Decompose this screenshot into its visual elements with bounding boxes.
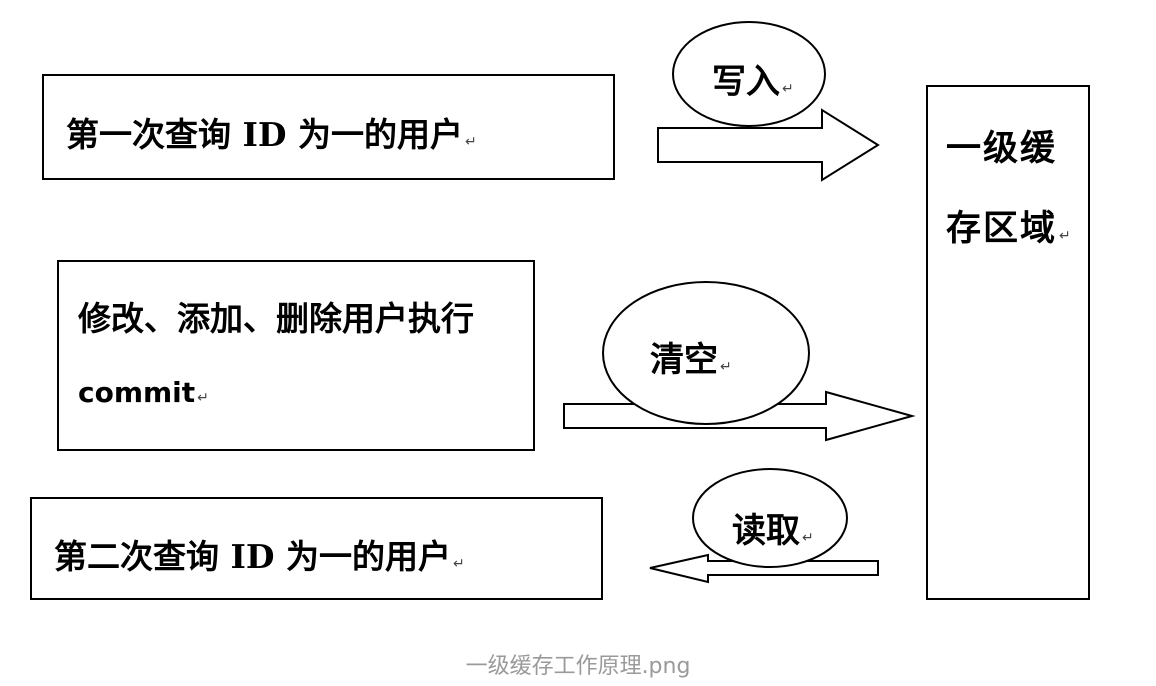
read-text: 读取 <box>732 511 800 551</box>
return-mark: ↵ <box>1059 228 1073 244</box>
oval-clear <box>602 281 810 425</box>
return-mark: ↵ <box>802 530 814 546</box>
clear-text: 清空 <box>650 340 718 380</box>
image-caption: 一级缓存工作原理.png <box>465 654 691 679</box>
cache-box <box>926 85 1090 600</box>
write-label: 写入↵ <box>712 54 794 103</box>
modify-line2: commit↵ <box>78 376 209 409</box>
commit-text: commit <box>78 376 196 409</box>
modify-line1: 修改、添加、删除用户执行 <box>78 299 474 338</box>
read-label: 读取↵ <box>732 503 814 552</box>
modify-box <box>57 260 535 451</box>
return-mark: ↵ <box>782 81 794 97</box>
cache-line2-text: 存区域 <box>946 208 1058 249</box>
write-text: 写入 <box>712 62 780 102</box>
first-query-label: 第一次查询 ID 为一的用户↵ <box>66 108 477 156</box>
first-query-box <box>42 74 615 180</box>
return-mark: ↵ <box>720 359 732 375</box>
second-query-text: 第二次查询 ID 为一的用户 <box>54 537 452 576</box>
cache-line1: 一级缓 <box>946 128 1058 169</box>
oval-read <box>692 468 848 568</box>
cache-line2: 存区域↵ <box>946 200 1073 251</box>
clear-label: 清空↵ <box>650 332 732 381</box>
return-mark: ↵ <box>465 134 477 150</box>
second-query-label: 第二次查询 ID 为一的用户↵ <box>54 530 465 578</box>
return-mark: ↵ <box>197 390 209 406</box>
second-query-box <box>30 497 603 600</box>
return-mark: ↵ <box>453 556 465 572</box>
oval-write <box>672 21 826 127</box>
first-query-text: 第一次查询 ID 为一的用户 <box>66 115 464 154</box>
arrow-read <box>649 553 879 584</box>
arrow-write <box>657 108 880 182</box>
